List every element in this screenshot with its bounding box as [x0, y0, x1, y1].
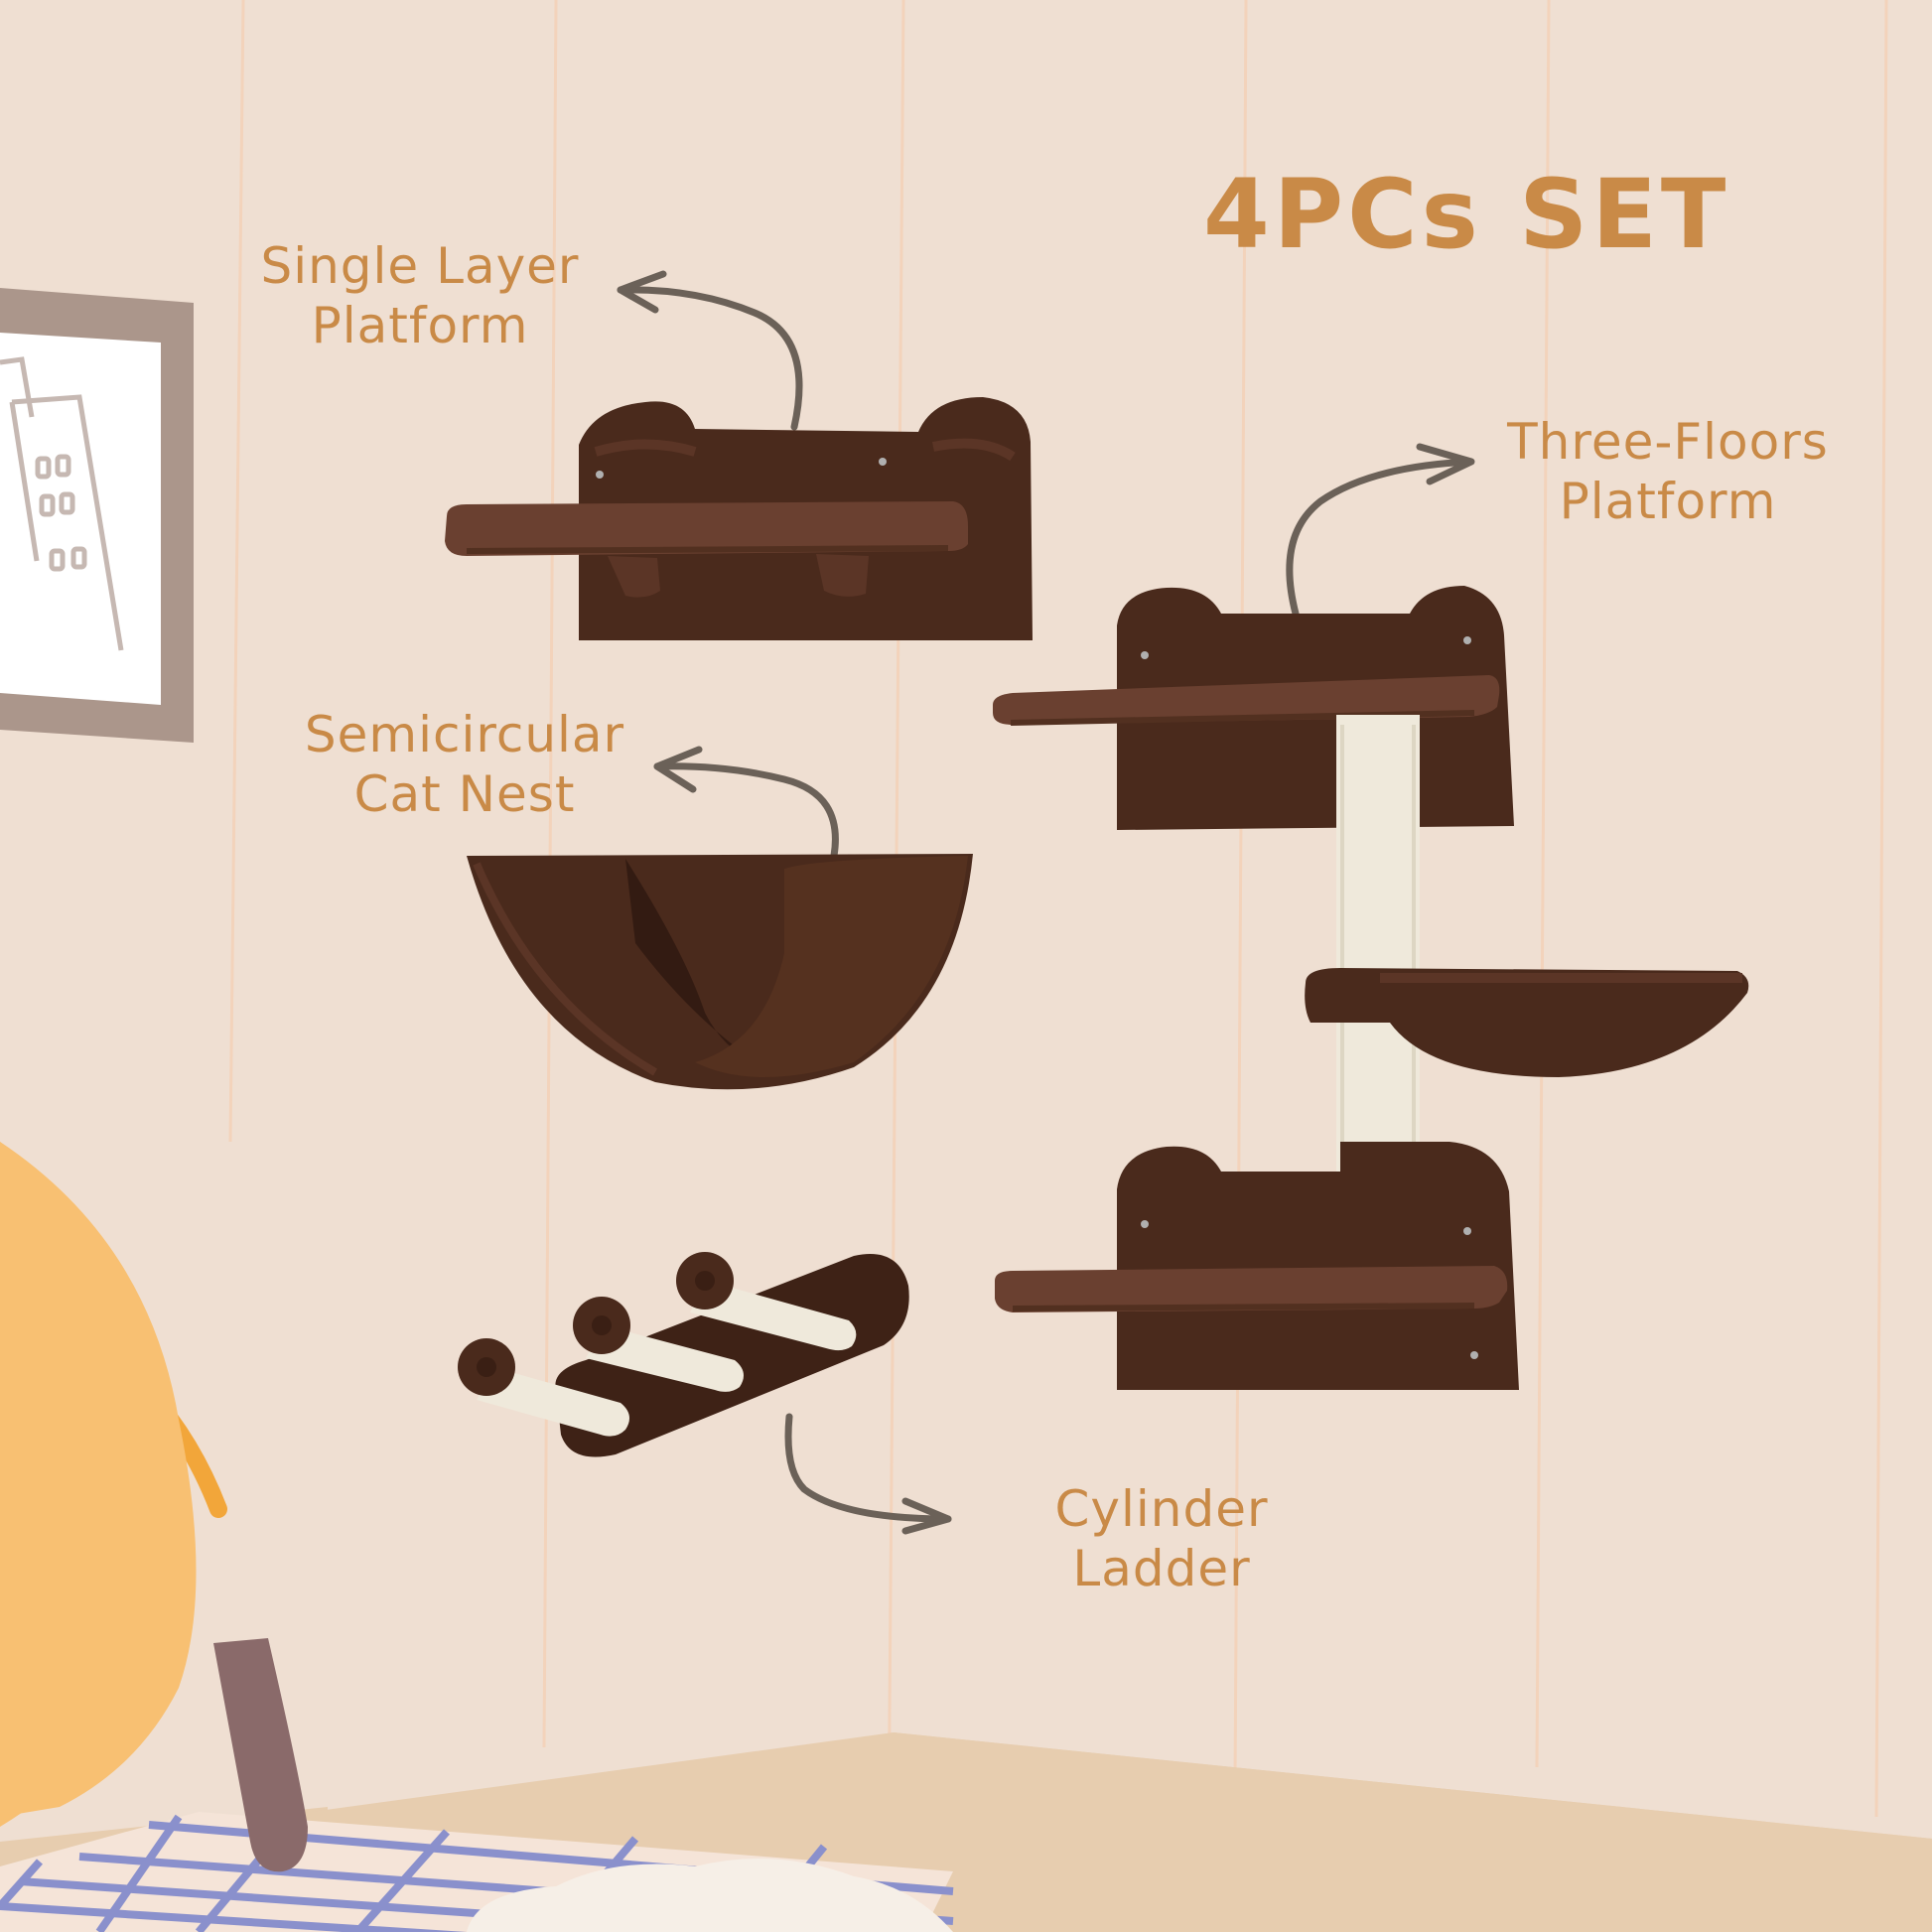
- chair-illustration: [0, 1142, 308, 1872]
- label-line: Three-Floors: [1507, 413, 1829, 471]
- cylinder-ladder-image: [458, 1252, 909, 1457]
- semicircular-cat-nest-image: [467, 854, 973, 1090]
- label-single-layer-platform: Single Layer Platform: [236, 236, 604, 355]
- arrow-nest-icon: [653, 762, 839, 860]
- label-line: Single Layer: [260, 237, 580, 295]
- label-three-floors-platform: Three-Floors Platform: [1469, 412, 1866, 531]
- three-floors-platform-image: [993, 586, 1749, 1390]
- label-line: Ladder: [1072, 1540, 1251, 1597]
- single-layer-platform-image: [445, 397, 1033, 640]
- label-line: Platform: [1559, 473, 1777, 530]
- window-frame-icon: [0, 288, 194, 743]
- arrow-single-layer-icon: [617, 286, 803, 431]
- arrow-three-floors-icon: [1286, 458, 1473, 618]
- label-line: Cat Nest: [353, 765, 576, 823]
- label-semicircular-cat-nest: Semicircular Cat Nest: [276, 705, 653, 824]
- label-line: Cylinder: [1054, 1480, 1269, 1538]
- callout-arrows: [617, 270, 1475, 1535]
- label-line: Platform: [311, 297, 529, 354]
- set-title: 4PCs SET: [1203, 159, 1730, 270]
- label-cylinder-ladder: Cylinder Ladder: [1013, 1479, 1311, 1598]
- label-line: Semicircular: [304, 706, 625, 763]
- arrow-ladder-icon: [784, 1413, 952, 1523]
